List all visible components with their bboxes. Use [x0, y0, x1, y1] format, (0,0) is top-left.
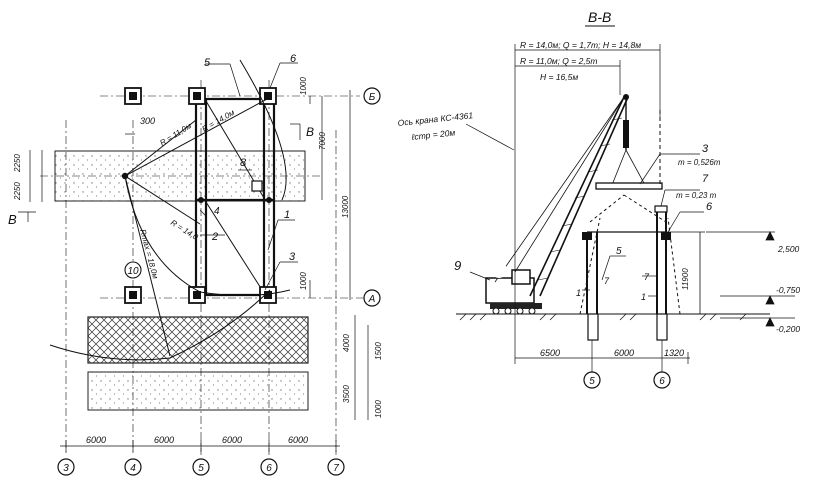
level-3: -0,200 — [776, 324, 800, 334]
ground-hatch — [459, 313, 747, 321]
callout-1: 1 — [284, 209, 290, 221]
crane-reach-lines — [49, 59, 291, 361]
axis-label-4: 4 — [130, 463, 136, 474]
callout-8: 8 — [240, 157, 247, 169]
boom-length-label: ℓстр = 20м — [410, 127, 456, 142]
level-2: -0,750 — [776, 285, 800, 295]
bottom-dim-2: 6000 — [154, 435, 174, 445]
callout-circle-10 — [124, 261, 142, 279]
bottom-dim-3: 6000 — [222, 435, 242, 445]
callout-3: 3 — [289, 251, 296, 263]
dim-7000: 7000 — [318, 132, 327, 150]
callout-4: 4 — [214, 206, 220, 217]
height-label: H = 16,5м — [540, 72, 578, 82]
section-leaders — [469, 153, 704, 297]
bottom-dim-4: 6000 — [288, 435, 308, 445]
dim-3500: 3500 — [342, 385, 351, 403]
axis-bubbles-right: Б А — [363, 87, 381, 307]
crane-axis-point — [121, 172, 129, 180]
foundation-blocks — [124, 87, 277, 304]
section-dim-mid: 6000 — [614, 348, 634, 358]
axis-label-a: А — [368, 294, 376, 305]
dimension-lines — [18, 90, 369, 452]
mass-3: m = 0,526т — [678, 158, 721, 167]
hatched-strip — [87, 316, 309, 364]
section-dim-left: 6500 — [540, 348, 560, 358]
dim-2250-a: 2250 — [13, 154, 22, 173]
section-callout-1-right: 1 — [641, 292, 646, 302]
section-dim-right: 1320 — [664, 348, 684, 358]
section-callout-7-top: 7 — [702, 173, 709, 185]
level-1: 2,500 — [777, 244, 800, 254]
section-callout-9: 9 — [454, 258, 461, 273]
leader-lines — [200, 62, 298, 291]
dim-4000: 4000 — [342, 334, 351, 352]
section-title: В-В — [588, 9, 611, 25]
dim-1000-bottom: 1000 — [299, 272, 308, 290]
callout-6: 6 — [290, 53, 297, 65]
axis-label-7: 7 — [333, 463, 339, 474]
crane — [485, 94, 663, 315]
section-view: В-В R = 14,0м; Q = 1,7т; H = 14,8м R = 1… — [397, 9, 800, 389]
grid-axes — [40, 80, 365, 455]
section-axis-5: 5 — [589, 376, 595, 387]
axis-label-b: Б — [369, 92, 376, 103]
crane-axis-leader — [465, 123, 515, 151]
bottom-dim-1: 6000 — [86, 435, 106, 445]
callout-5: 5 — [204, 57, 211, 69]
section-bottom-dims — [514, 250, 690, 372]
reach-2: R = 11,0м; Q = 2,5т — [520, 56, 597, 66]
section-callout-7-mid: 7 — [604, 276, 610, 286]
mass-7: m = 0,23 т — [676, 191, 717, 200]
section-frame — [579, 194, 705, 341]
axis-bubbles-bottom: 3 4 5 6 7 — [57, 458, 345, 476]
reach-dimension-lines — [514, 44, 661, 250]
callout-10: 10 — [127, 266, 139, 277]
cut-mark-left: В — [8, 212, 17, 227]
level-marks — [706, 231, 795, 327]
section-callout-5: 5 — [616, 246, 622, 257]
plan-view: 3 4 5 6 7 Б А 10 300 R = 11,0м R = 14,0 — [8, 53, 383, 476]
section-axis-bubble-6 — [653, 371, 671, 389]
cut-mark-right: В — [306, 125, 314, 139]
axis-label-5: 5 — [198, 463, 204, 474]
axis-label-3: 3 — [63, 463, 69, 474]
section-callout-7-right: 7 — [644, 272, 650, 282]
crane-axis-label: Ось крана КС-4361 — [397, 110, 474, 128]
section-axis-bubble-5 — [583, 371, 601, 389]
callout-2: 2 — [211, 231, 218, 243]
reach-1: R = 14,0м; Q = 1,7т; H = 14,8м — [520, 40, 641, 50]
dim-300: 300 — [140, 116, 155, 126]
dim-height: 11900 — [681, 268, 690, 290]
dim-13000: 13000 — [341, 195, 350, 218]
dotted-strip-bottom — [87, 371, 309, 411]
section-callout-3: 3 — [702, 143, 709, 155]
dim-2250-b: 2250 — [13, 182, 22, 201]
radius-small-label: R = 11,0м — [158, 121, 193, 148]
section-axis-6: 6 — [659, 376, 665, 387]
dim-1000-top: 1000 — [299, 77, 308, 95]
dim-1500: 1500 — [374, 342, 383, 360]
dim-1000-low: 1000 — [374, 400, 383, 418]
section-callout-6: 6 — [706, 201, 713, 213]
section-callout-1-left: 1 — [576, 288, 581, 298]
axis-label-6: 6 — [266, 463, 272, 474]
